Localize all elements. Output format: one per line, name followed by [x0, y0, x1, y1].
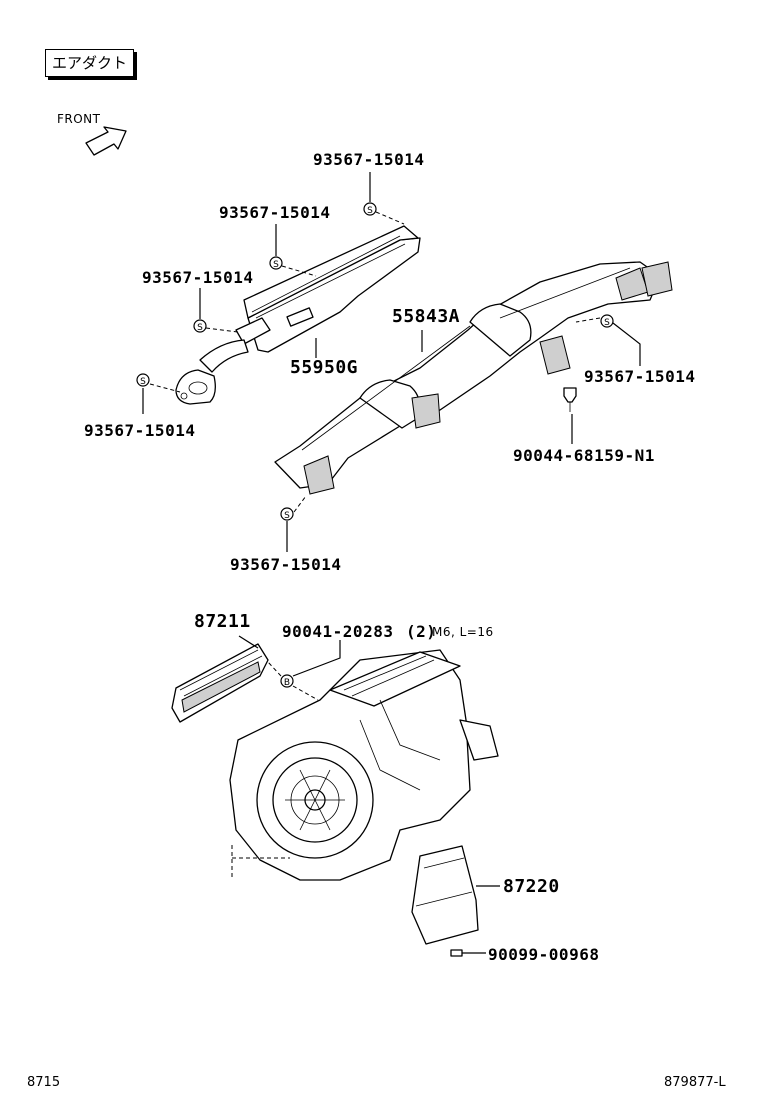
part-number-label: 93567-15014 — [142, 268, 254, 287]
screw-icon — [563, 387, 577, 412]
s-marker-icon — [363, 202, 377, 216]
part-number-label: 90099-00968 — [488, 945, 600, 964]
leader-lines — [142, 172, 641, 954]
front-arrow-icon — [85, 126, 127, 156]
s-marker-icon — [600, 314, 614, 328]
heater-unit-drawing — [229, 649, 499, 881]
b-marker-label: B — [284, 678, 290, 688]
part-note-label: M6, L=16 — [432, 625, 494, 639]
part-number-label: 55950G — [290, 357, 359, 378]
b-marker-icon — [280, 674, 294, 688]
s-marker-label: S — [197, 323, 203, 333]
footer-figure-code: 879877-L — [664, 1075, 726, 1090]
s-marker-icon — [280, 507, 294, 521]
rear-duct-87211-drawing — [171, 643, 269, 723]
s-marker-label: S — [284, 511, 290, 521]
part-number-label: 90041-20283 — [282, 622, 394, 641]
part-number-label: 93567-15014 — [84, 421, 196, 440]
s-marker-label: S — [273, 260, 279, 270]
s-marker-icon — [269, 256, 283, 270]
part-number-label: 87211 — [194, 611, 251, 632]
part-number-label: 93567-15014 — [219, 203, 331, 222]
air-duct-drawing — [274, 261, 673, 495]
s-marker-label: S — [140, 377, 146, 387]
footer-page-code: 8715 — [27, 1075, 61, 1090]
part-number-label: 90044-68159-N1 — [513, 446, 655, 465]
s-marker-icon — [193, 319, 207, 333]
s-marker-icon — [136, 373, 150, 387]
part-number-label: 93567-15014 — [584, 367, 696, 386]
foot-duct-87220-drawing — [411, 845, 479, 945]
defroster-duct-drawing — [175, 225, 421, 405]
s-marker-label: S — [367, 206, 373, 216]
front-label: FRONT — [57, 112, 101, 126]
s-marker-label: S — [604, 318, 610, 328]
screw-icon — [450, 949, 463, 957]
part-number-label: 93567-15014 — [230, 555, 342, 574]
part-number-label: 55843A — [392, 306, 461, 327]
part-quantity-label: (2) — [406, 622, 437, 641]
part-number-label: 87220 — [503, 876, 560, 897]
part-number-label: 93567-15014 — [313, 150, 425, 169]
section-title: エアダクト — [45, 49, 135, 77]
